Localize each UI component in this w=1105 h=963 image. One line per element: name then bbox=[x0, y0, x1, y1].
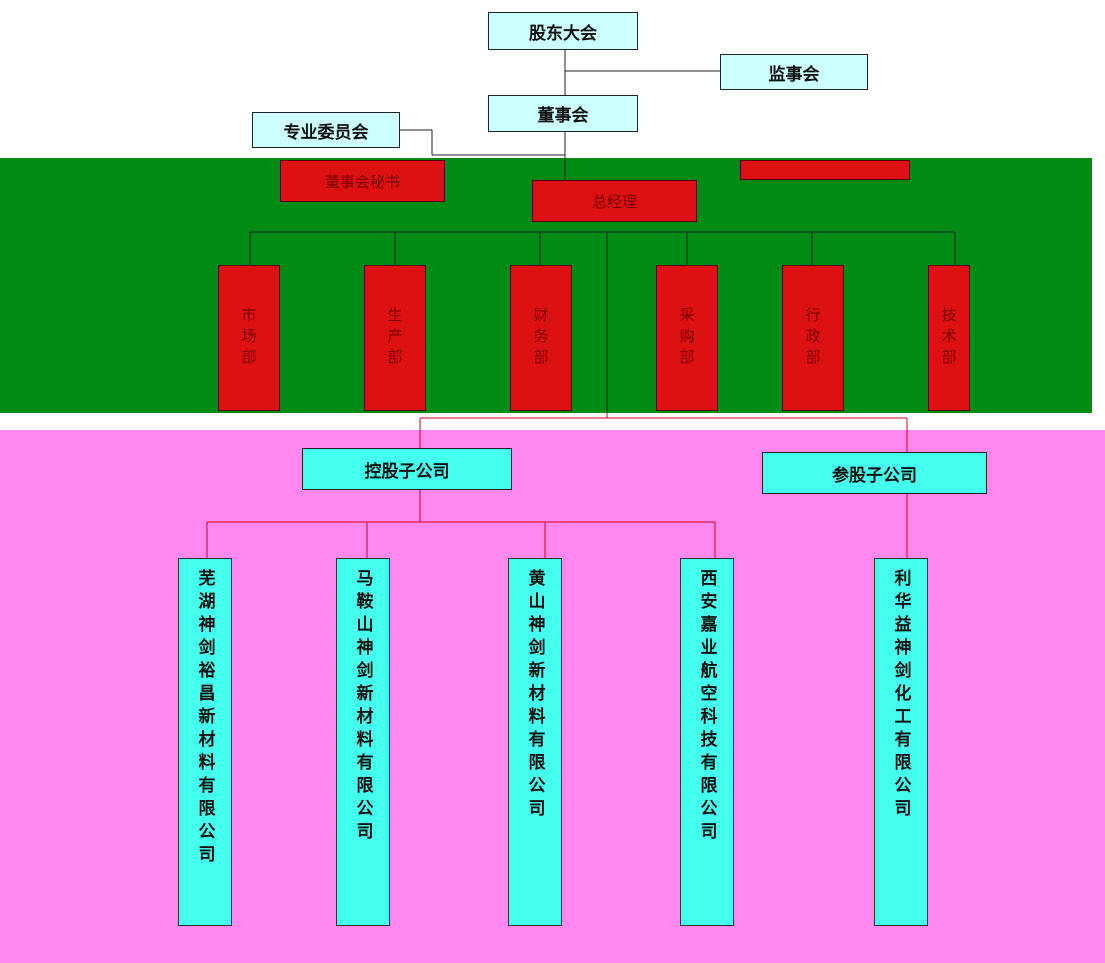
dept-production: 生产部 bbox=[364, 265, 426, 411]
company-xian-jiaye: 西安嘉业航空科技有限公司 bbox=[680, 558, 734, 926]
company-maanshan: 马鞍山神剑新材料有限公司 bbox=[336, 558, 390, 926]
participating-subsidiaries: 参股子公司 bbox=[762, 452, 987, 494]
professional-committees: 专业委员会 bbox=[252, 112, 400, 148]
company-lihuayi: 利华益神剑化工有限公司 bbox=[874, 558, 928, 926]
dept-admin: 行政部 bbox=[782, 265, 844, 411]
controlled-subsidiaries: 控股子公司 bbox=[302, 448, 512, 490]
general-manager: 总经理 bbox=[532, 180, 697, 222]
supervisory-board: 监事会 bbox=[720, 54, 868, 90]
supervisory-office-box bbox=[740, 160, 910, 180]
board-secretary-box: 董事会秘书 bbox=[280, 160, 445, 202]
board-of-directors: 董事会 bbox=[488, 95, 638, 132]
company-wuhu: 芜湖神剑裕昌新材料有限公司 bbox=[178, 558, 232, 926]
shareholders-meeting: 股东大会 bbox=[488, 12, 638, 50]
company-huangshan: 黄山神剑新材料有限公司 bbox=[508, 558, 562, 926]
dept-finance: 财务部 bbox=[510, 265, 572, 411]
dept-purchasing: 采购部 bbox=[656, 265, 718, 411]
dept-technology: 技术部 bbox=[928, 265, 970, 411]
dept-market: 市场部 bbox=[218, 265, 280, 411]
